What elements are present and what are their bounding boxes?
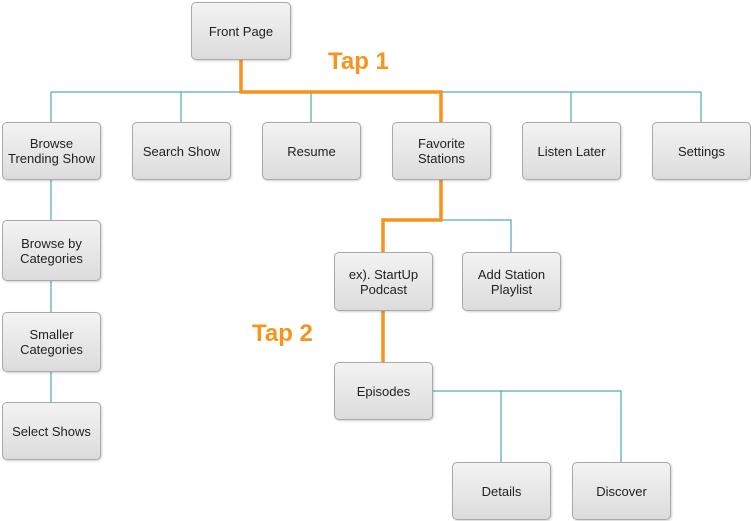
node-startup-podcast[interactable]: ex). StartUp Podcast: [334, 252, 433, 311]
node-settings[interactable]: Settings: [652, 122, 751, 180]
node-front-page[interactable]: Front Page: [191, 2, 291, 60]
highlight-path-tap2a: [381, 180, 443, 252]
connector-episodes-bus: [432, 390, 622, 462]
highlight-path-tap1: [239, 60, 443, 122]
node-browse-by-categories[interactable]: Browse by Categories: [2, 220, 101, 281]
node-discover[interactable]: Discover: [572, 462, 671, 520]
node-resume[interactable]: Resume: [262, 122, 361, 180]
node-details[interactable]: Details: [452, 462, 551, 520]
node-favorite-stations[interactable]: Favorite Stations: [392, 122, 491, 180]
node-episodes[interactable]: Episodes: [334, 362, 433, 420]
tap-2-label: Tap 2: [252, 320, 313, 347]
tap-1-label: Tap 1: [328, 48, 389, 75]
node-add-station-playlist[interactable]: Add Station Playlist: [462, 252, 561, 311]
node-select-shows[interactable]: Select Shows: [2, 402, 101, 460]
node-search-show[interactable]: Search Show: [132, 122, 231, 180]
connector-stations-bus: [441, 219, 512, 252]
node-browse-trending-show[interactable]: Browse Trending Show: [2, 122, 101, 180]
node-listen-later[interactable]: Listen Later: [522, 122, 621, 180]
node-smaller-categories[interactable]: Smaller Categories: [2, 312, 101, 372]
